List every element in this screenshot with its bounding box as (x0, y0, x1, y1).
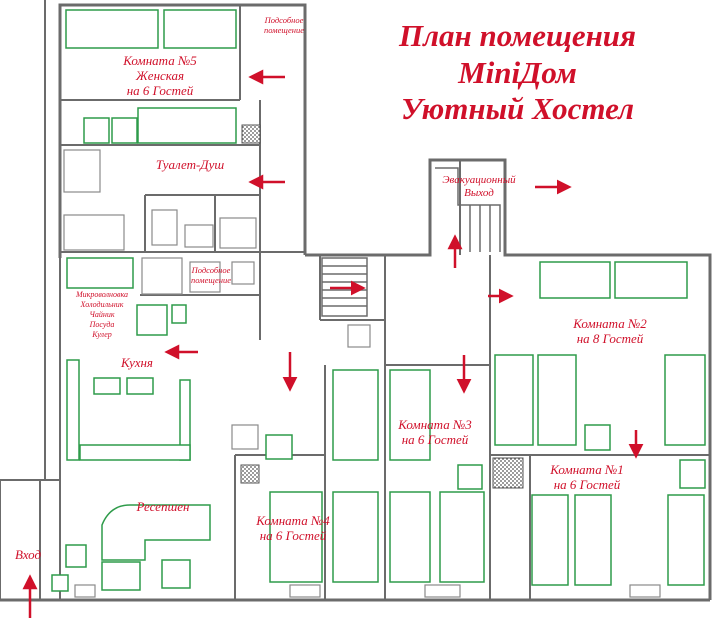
kitchen-item-fridge: Холодильник (80, 300, 124, 309)
room1-label: Комната №1 на 6 Гостей (532, 462, 642, 493)
columns (240, 124, 524, 489)
red-arrows (22, 69, 644, 618)
room2-capacity: на 8 Гостей (576, 330, 644, 346)
utility-top-line1: Подсобное (264, 15, 304, 25)
kitchen-items: Микроволновка Холодильник Чайник Посуда … (66, 290, 138, 340)
entrance-label: Вход (14, 547, 42, 562)
room5-title: Комната №5 (123, 53, 197, 68)
evac-line1: Эвакуационный (442, 174, 516, 186)
room5-capacity: на 6 Гостей (126, 82, 194, 98)
room4-title: Комната №4 (256, 513, 330, 528)
utility-top-label: Подсобное помещение (258, 15, 310, 36)
stairs (321, 167, 501, 317)
plan-title: План помещения MiniДом Уютный Хостел (345, 18, 690, 128)
kitchen-item-cooler: Кулер (92, 330, 112, 339)
room1-title: Комната №1 (550, 462, 624, 477)
kitchen-item-kettle: Чайник (89, 310, 115, 319)
kitchen-item-microwave: Микроволновка (75, 290, 129, 299)
utility-top-line2: помещение (263, 24, 304, 35)
plan-title-line1: План помещения (398, 18, 637, 53)
room2-title: Комната №2 (573, 316, 647, 331)
utility-mid-line1: Подсобное (191, 265, 231, 275)
furniture (51, 9, 706, 592)
room4-label: Комната №4 на 6 Гостей (243, 513, 343, 544)
plan-title-line3: Уютный Хостел (400, 91, 635, 127)
evac-label: Эвакуационный Выход (426, 174, 532, 199)
fixtures (63, 149, 661, 598)
utility-mid-label: Подсобное помещение (182, 265, 240, 286)
utility-mid-line2: помещение (190, 274, 231, 285)
room3-capacity: на 6 Гостей (401, 431, 469, 447)
room5-type: Женская (135, 67, 185, 83)
room5-label: Комната №5 Женская на 6 Гостей (95, 53, 225, 99)
walls (0, 0, 712, 602)
kitchen-label: Кухня (121, 355, 153, 370)
room3-label: Комната №3 на 6 Гостей (385, 417, 485, 448)
kitchen-item-dishes: Посуда (89, 320, 115, 329)
toilet-label: Туалет-Душ (155, 157, 225, 172)
room2-label: Комната №2 на 8 Гостей (555, 316, 665, 347)
plan-title-line2: MiniДом (458, 54, 577, 90)
evac-line2: Выход (464, 186, 494, 199)
room4-capacity: на 6 Гостей (259, 527, 327, 543)
reception-label: Ресепшен (136, 499, 190, 514)
room3-title: Комната №3 (398, 417, 472, 432)
room1-capacity: на 6 Гостей (553, 476, 621, 492)
